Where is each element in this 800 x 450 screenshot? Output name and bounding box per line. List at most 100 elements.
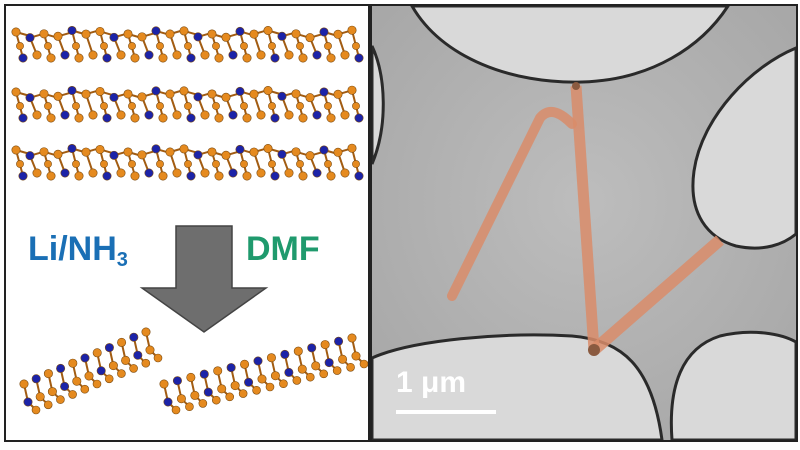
- atom: [128, 42, 136, 50]
- atom: [334, 336, 344, 346]
- stacked-layers: [11, 25, 364, 181]
- atom: [305, 33, 315, 43]
- atom: [240, 102, 248, 110]
- atom: [333, 89, 343, 99]
- atom: [319, 145, 329, 155]
- atom: [95, 144, 105, 154]
- atom: [263, 143, 273, 153]
- atom: [340, 168, 350, 178]
- atom: [263, 85, 273, 95]
- exfoliated-ribbons: [19, 327, 368, 415]
- atom: [221, 92, 231, 102]
- atom: [347, 333, 357, 343]
- atom: [284, 110, 294, 120]
- atom: [81, 29, 91, 39]
- atom: [144, 50, 154, 60]
- atom: [242, 113, 252, 123]
- atom: [354, 171, 364, 181]
- atom: [179, 86, 189, 96]
- atom: [81, 147, 91, 157]
- atom: [151, 26, 161, 36]
- atom: [46, 53, 56, 63]
- atom: [121, 355, 131, 365]
- atom: [277, 31, 287, 41]
- atom: [156, 102, 164, 110]
- atom: [298, 53, 308, 63]
- atom: [129, 364, 138, 373]
- atom: [291, 89, 301, 99]
- atom: [60, 381, 70, 391]
- atom: [102, 53, 112, 63]
- atom: [352, 102, 360, 110]
- atom: [123, 89, 133, 99]
- atom: [100, 160, 108, 168]
- atom: [221, 150, 231, 160]
- atom: [296, 160, 304, 168]
- atom: [130, 171, 140, 181]
- atom: [332, 366, 342, 375]
- atom: [67, 143, 77, 153]
- down-arrow: [139, 225, 269, 333]
- atom: [31, 374, 41, 384]
- atom: [68, 390, 77, 399]
- atom: [305, 372, 315, 382]
- hole-top: [410, 6, 730, 84]
- atom: [158, 53, 168, 63]
- atom: [249, 89, 259, 99]
- atom: [312, 50, 322, 60]
- atom: [32, 50, 42, 60]
- atom: [44, 102, 52, 110]
- atom: [207, 89, 217, 99]
- atom: [171, 405, 181, 415]
- atom: [226, 363, 236, 373]
- layer: [11, 143, 364, 181]
- atom: [240, 160, 248, 168]
- atom: [312, 110, 322, 120]
- atom: [159, 379, 169, 389]
- atom: [165, 29, 175, 39]
- atom: [158, 113, 168, 123]
- atom: [284, 50, 294, 60]
- atom: [312, 168, 322, 178]
- atom: [100, 102, 108, 110]
- atom: [352, 42, 360, 50]
- atom: [240, 42, 248, 50]
- atom: [179, 26, 189, 36]
- atom: [298, 113, 308, 123]
- atom: [80, 353, 90, 363]
- atom: [235, 144, 245, 154]
- atom: [256, 110, 266, 120]
- atom: [249, 29, 259, 39]
- atom: [108, 361, 118, 371]
- atom: [256, 168, 266, 178]
- atom: [338, 354, 348, 364]
- atom: [198, 399, 208, 408]
- atom: [212, 42, 220, 50]
- atom: [305, 93, 315, 103]
- atom: [333, 29, 343, 39]
- atom: [80, 384, 90, 394]
- atom: [257, 374, 267, 384]
- atom: [31, 405, 41, 415]
- atom: [307, 343, 317, 353]
- atom: [46, 171, 56, 181]
- atom: [179, 144, 189, 154]
- atom: [291, 147, 301, 157]
- schematic-drawing: [11, 25, 368, 415]
- atom: [235, 86, 245, 96]
- atom: [298, 171, 308, 181]
- atom: [67, 85, 77, 95]
- atom: [184, 42, 192, 50]
- atom: [354, 113, 364, 123]
- atom: [326, 53, 336, 63]
- atom: [221, 32, 231, 42]
- atom: [324, 358, 334, 368]
- atom: [172, 168, 182, 178]
- atom: [130, 113, 140, 123]
- ribbon: [159, 333, 368, 415]
- atom: [347, 25, 357, 35]
- atom: [137, 150, 147, 160]
- atom: [47, 387, 57, 397]
- atom: [200, 110, 210, 120]
- atom: [190, 390, 200, 400]
